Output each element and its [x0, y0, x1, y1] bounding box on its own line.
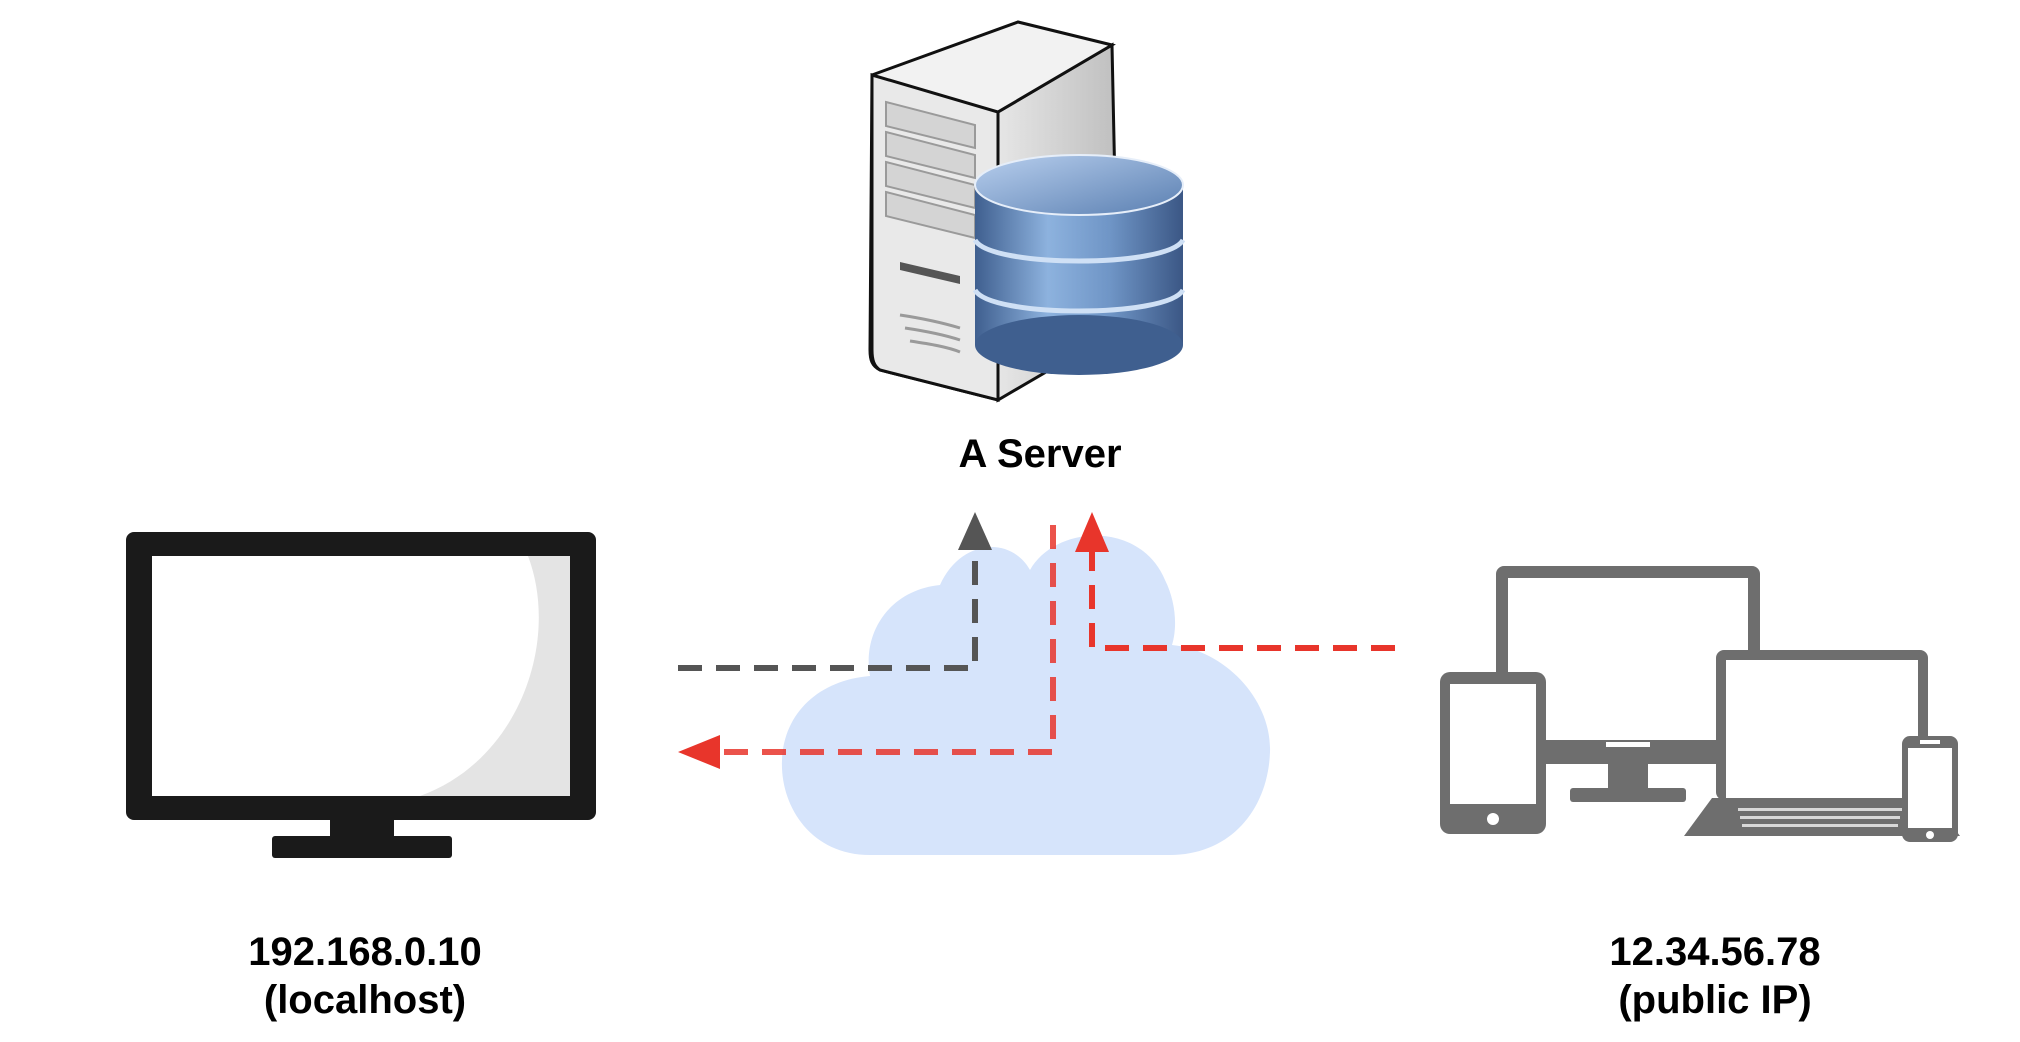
server-label: A Server	[900, 430, 1180, 478]
red-arrow-up-head	[1075, 512, 1109, 552]
localhost-note: (localhost)	[263, 978, 467, 1022]
server-database-icon	[868, 20, 1186, 403]
desktop-monitor-icon	[1496, 566, 1760, 802]
red-return-path	[678, 512, 1395, 769]
tablet-icon	[1440, 672, 1546, 834]
public-ip-note: (public IP)	[1618, 978, 1812, 1022]
localhost-label: 192.168.0.10 (localhost)	[180, 928, 550, 1024]
server-name: A Server	[958, 432, 1122, 476]
laptop-icon	[1684, 650, 1960, 836]
gray-request-path	[678, 512, 992, 671]
red-arrow-left-head	[678, 735, 720, 769]
public-ip-label: 12.34.56.78 (public IP)	[1530, 928, 1900, 1024]
cloud-icon	[781, 535, 1271, 855]
public-ip: 12.34.56.78	[1609, 930, 1821, 974]
multi-device-icon	[1440, 566, 1960, 842]
phone-icon	[1902, 736, 1958, 842]
database-icon	[972, 154, 1186, 375]
gray-arrow-head	[958, 512, 992, 550]
localhost-ip: 192.168.0.10	[248, 930, 482, 974]
monitor-icon	[126, 532, 596, 858]
